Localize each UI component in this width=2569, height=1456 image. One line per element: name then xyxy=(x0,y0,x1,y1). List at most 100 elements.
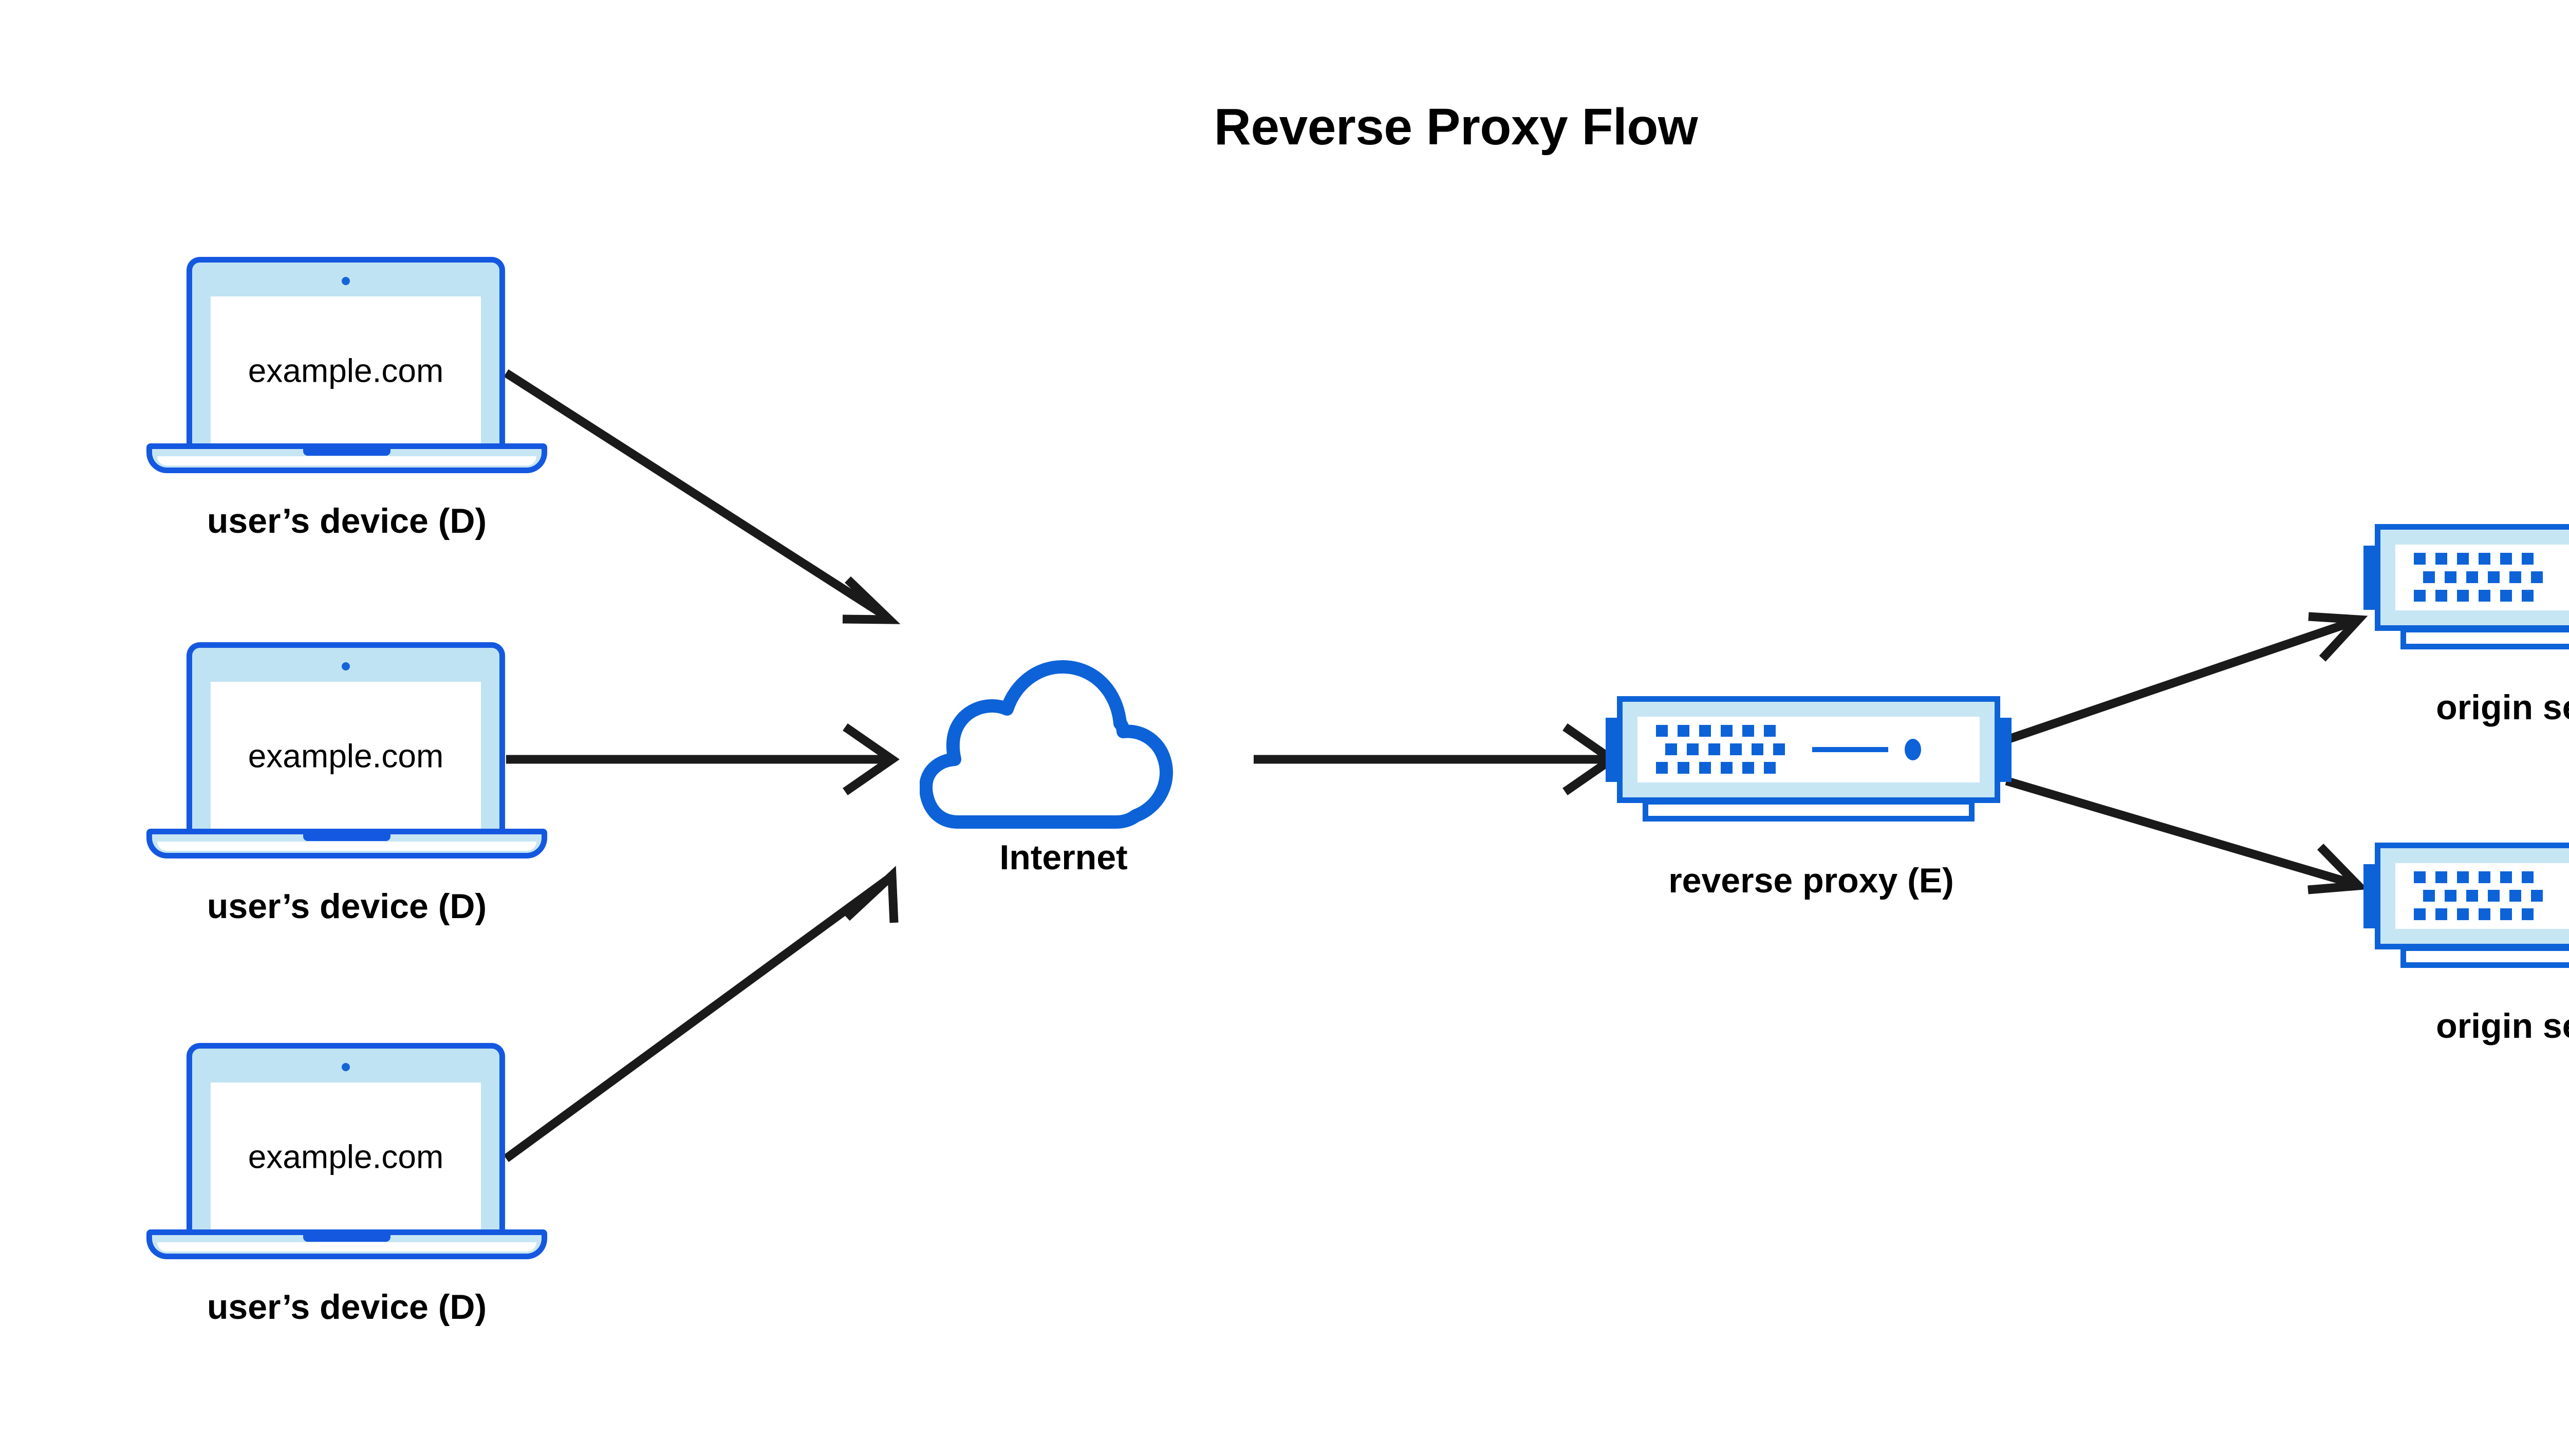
vent-square xyxy=(2466,890,2478,902)
vent-row xyxy=(1656,762,1784,774)
vent-square xyxy=(2522,908,2534,920)
laptop-screen: example.com xyxy=(211,1082,481,1232)
vent-square xyxy=(2479,871,2490,883)
vent-square xyxy=(1752,743,1763,755)
vent-square xyxy=(2423,890,2435,902)
vent-square xyxy=(2435,553,2447,565)
vent-square xyxy=(2457,553,2469,565)
vent-square xyxy=(2457,590,2469,602)
server-vents xyxy=(1656,725,1785,774)
vent-row xyxy=(2414,871,2542,884)
vent-square xyxy=(2500,553,2512,565)
vent-square xyxy=(2500,908,2512,920)
vent-square xyxy=(1730,743,1742,755)
edge-reverse-proxy-to-origin1 xyxy=(2005,612,2368,744)
vent-square xyxy=(2479,908,2490,920)
server-vents xyxy=(2414,553,2543,602)
vent-square xyxy=(1678,725,1689,737)
vent-square xyxy=(2488,890,2500,902)
edge-reverse-proxy-to-origin2 xyxy=(2005,776,2368,894)
edge-internet-to-reverse-proxy xyxy=(1254,723,1619,795)
cloud-icon xyxy=(919,637,1207,832)
vent-square xyxy=(2531,890,2543,902)
camera-dot-icon xyxy=(342,662,350,670)
vent-square xyxy=(1721,725,1733,737)
vent-square xyxy=(2509,890,2521,902)
node-label-reverse-proxy: reverse proxy (E) xyxy=(1668,861,1954,900)
camera-dot-icon xyxy=(342,1063,350,1071)
browser-url-text: example.com xyxy=(248,737,444,775)
vent-square xyxy=(1742,725,1754,737)
vent-square xyxy=(2435,590,2447,602)
server-icon xyxy=(2363,524,2569,652)
vent-square xyxy=(2445,571,2456,583)
server-body xyxy=(1617,696,2000,803)
camera-dot-icon xyxy=(342,277,350,285)
node-label-user-device-1: user’s device (D) xyxy=(207,501,487,540)
node-label-internet: Internet xyxy=(999,838,1128,877)
node-label-user-device-2: user’s device (D) xyxy=(207,887,487,926)
node-label-user-device-3: user’s device (D) xyxy=(207,1287,487,1327)
vent-row xyxy=(2423,890,2552,902)
vent-square xyxy=(1699,762,1711,774)
server-shelf xyxy=(2400,627,2569,649)
vent-row xyxy=(2423,571,2552,584)
laptop-icon: example.com xyxy=(146,1043,547,1259)
vent-square xyxy=(1764,725,1776,737)
vent-row xyxy=(2414,908,2542,921)
vent-square xyxy=(1721,762,1733,774)
vent-square xyxy=(1687,743,1699,755)
vent-square xyxy=(2414,553,2426,565)
edge-device3-to-internet xyxy=(503,866,899,1162)
server-body xyxy=(2375,524,2569,631)
laptop-notch xyxy=(303,448,390,456)
vent-square xyxy=(2522,871,2534,883)
laptop-lid: example.com xyxy=(187,257,505,446)
vent-square xyxy=(2479,553,2490,565)
vent-square xyxy=(2445,890,2456,902)
vent-square xyxy=(2509,571,2521,583)
server-panel xyxy=(2395,545,2569,610)
browser-url-text: example.com xyxy=(248,1138,444,1175)
vent-square xyxy=(1656,725,1668,737)
laptop-base xyxy=(146,1229,547,1259)
vent-row xyxy=(2414,590,2542,602)
laptop-base xyxy=(146,443,547,473)
vent-square xyxy=(1742,762,1754,774)
server-panel xyxy=(1637,717,1980,782)
server-panel xyxy=(2395,863,2569,929)
laptop-icon: example.com xyxy=(146,642,547,858)
laptop-base-sheen xyxy=(157,842,536,851)
laptop-screen: example.com xyxy=(211,682,481,831)
vent-square xyxy=(1773,743,1785,755)
vent-square xyxy=(2457,871,2469,883)
laptop-base-sheen xyxy=(157,1242,536,1252)
browser-url-text: example.com xyxy=(248,352,444,389)
vent-square xyxy=(1665,743,1677,755)
vent-square xyxy=(1678,762,1689,774)
vent-square xyxy=(2522,590,2534,602)
laptop-lid: example.com xyxy=(187,1043,505,1232)
vent-square xyxy=(1708,743,1720,755)
server-icon xyxy=(2363,843,2569,971)
edge-device1-to-internet xyxy=(504,369,901,624)
edge-device2-to-internet xyxy=(506,723,900,795)
server-shelf xyxy=(1643,799,1975,822)
laptop-notch xyxy=(303,833,390,841)
node-label-origin-server-1: origin server (F) xyxy=(2436,688,2569,727)
page-title: Reverse Proxy Flow xyxy=(1214,98,1698,156)
server-shelf xyxy=(2400,945,2569,968)
server-vents xyxy=(2414,871,2543,921)
vent-square xyxy=(2500,590,2512,602)
laptop-screen: example.com xyxy=(211,296,481,446)
server-status-line xyxy=(1812,747,1888,752)
vent-row xyxy=(1656,725,1784,737)
vent-square xyxy=(2531,571,2543,583)
laptop-icon: example.com xyxy=(146,257,547,473)
vent-row xyxy=(2414,553,2542,565)
laptop-base-sheen xyxy=(157,456,536,465)
vent-square xyxy=(2457,908,2469,920)
vent-square xyxy=(1699,725,1711,737)
server-body xyxy=(2375,843,2569,949)
